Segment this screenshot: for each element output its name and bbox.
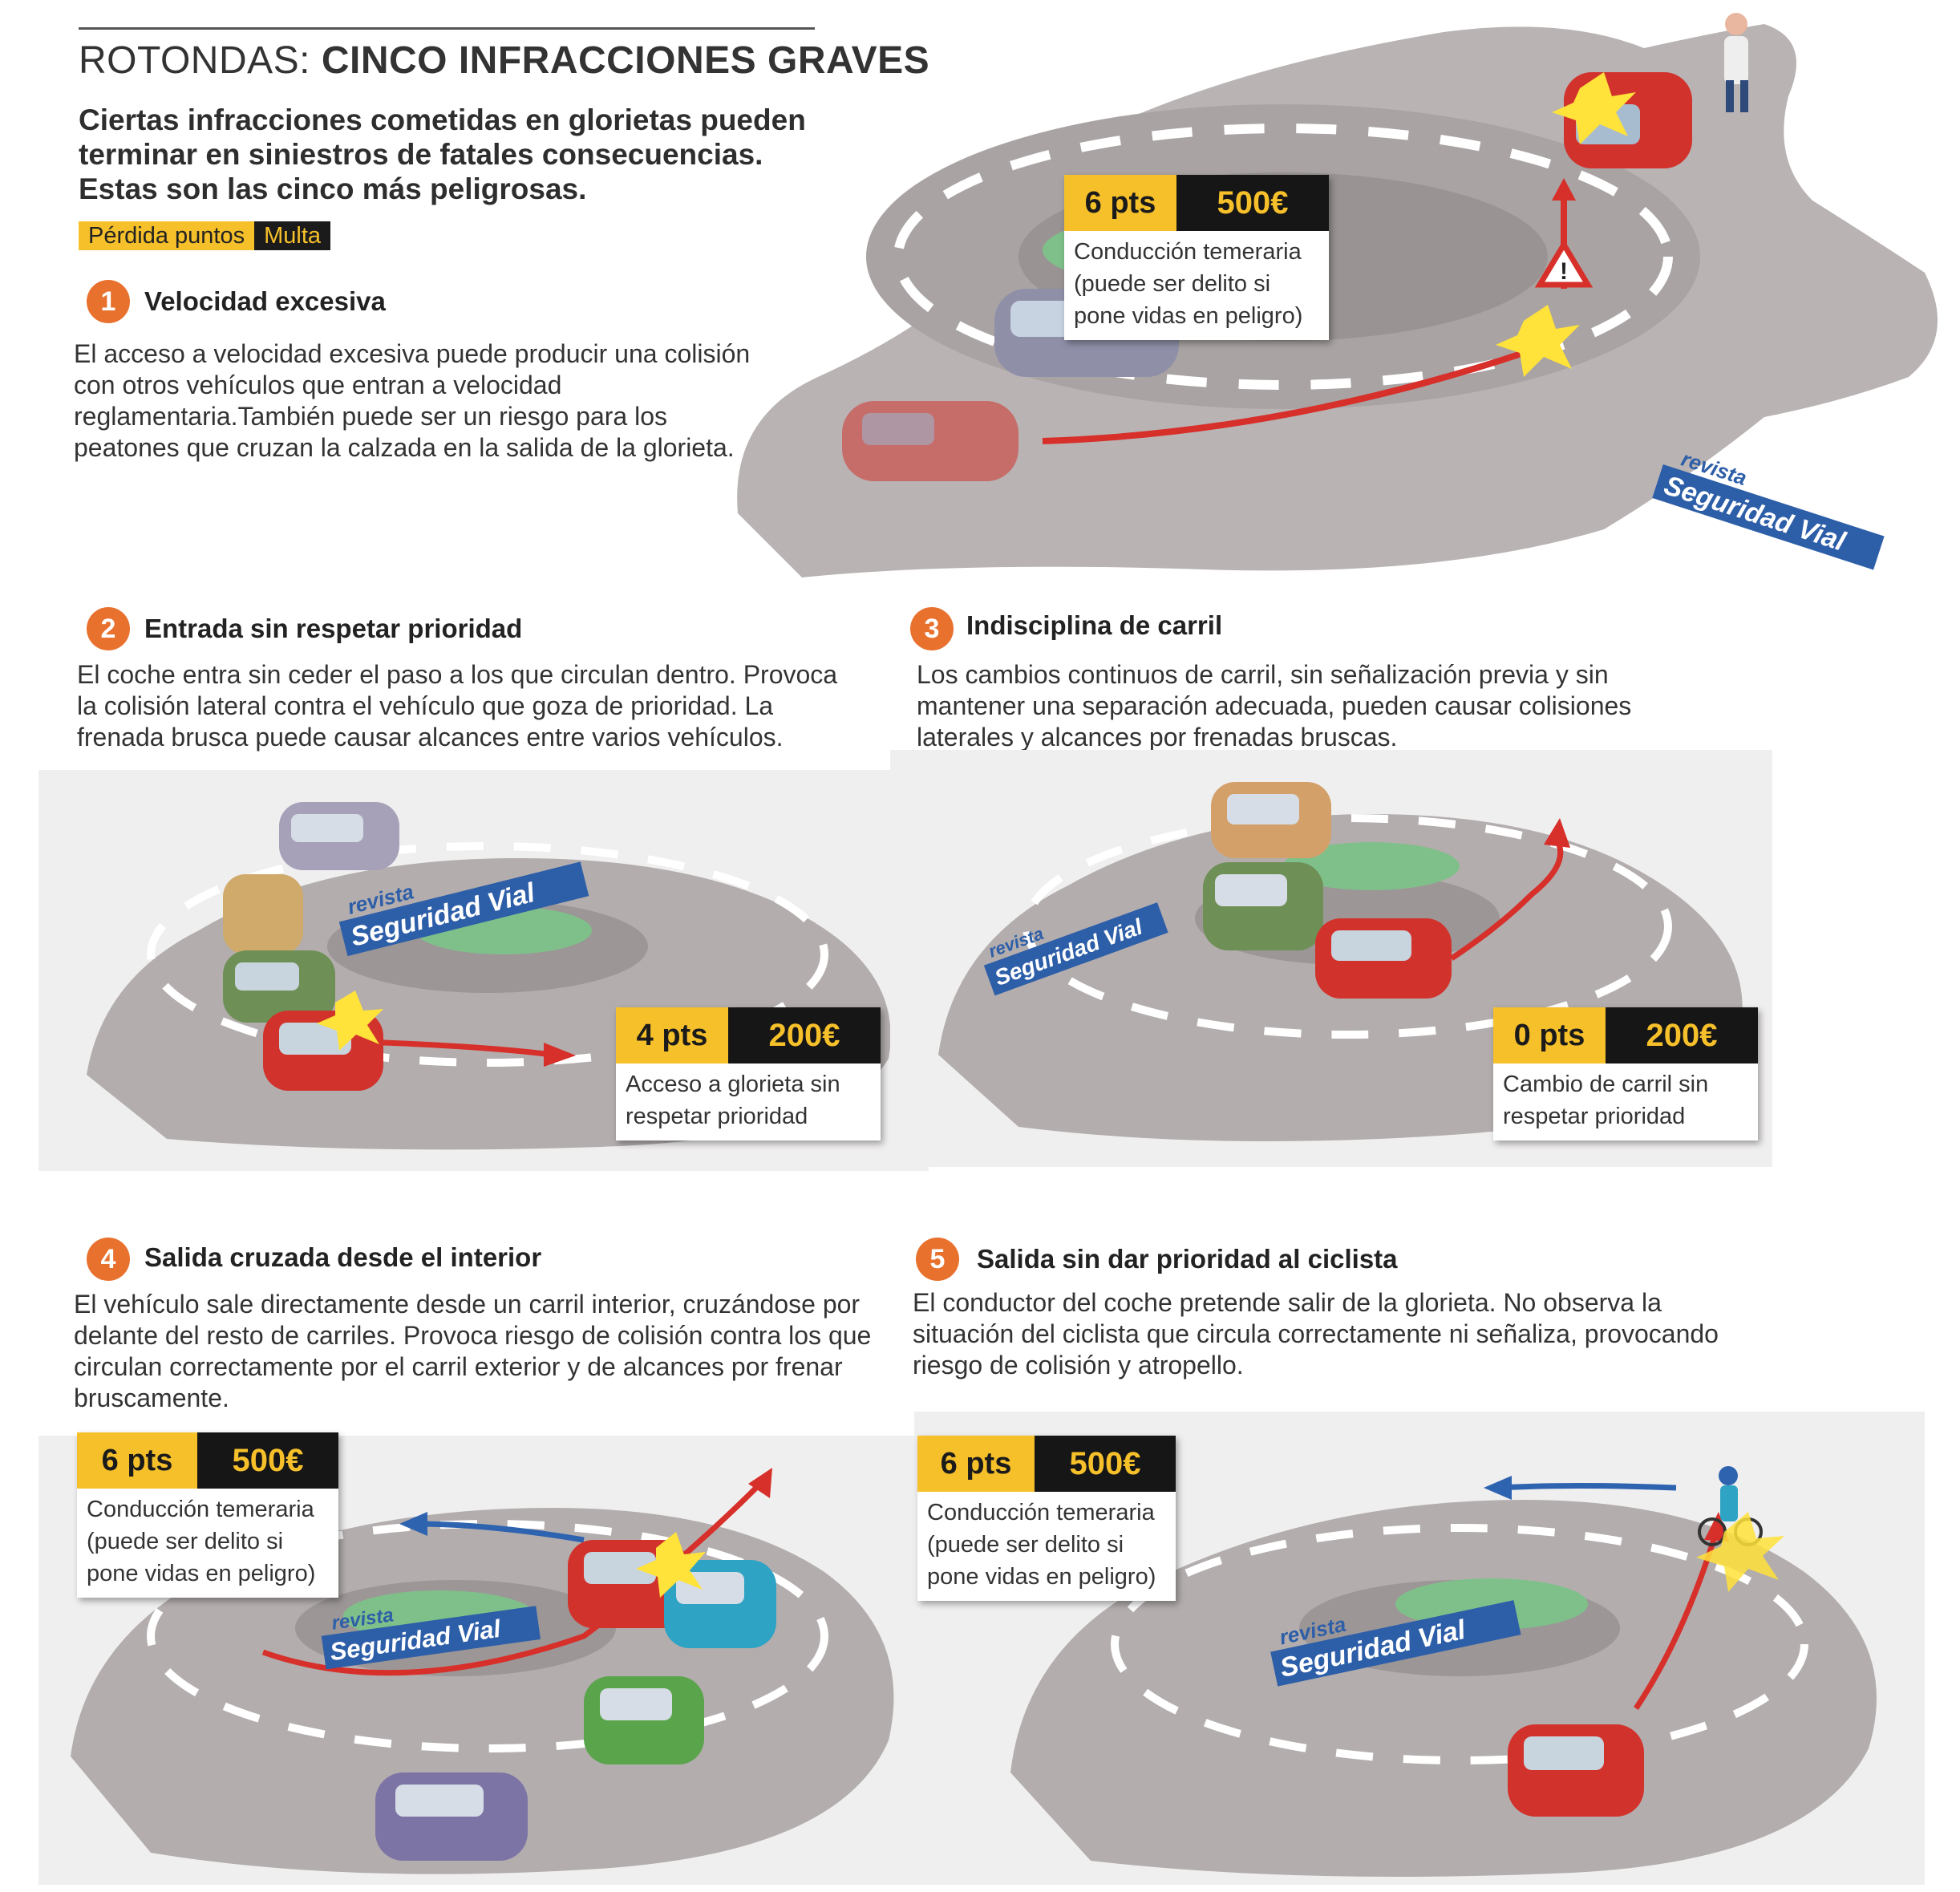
section-1-illustration: ! revista Seguridad Vial (737, 13, 1938, 577)
section-2-number: 2 (87, 607, 130, 650)
section-3-points: 0 pts (1493, 1007, 1606, 1063)
section-4-fine: 500€ (197, 1432, 338, 1489)
section-1-title: Velocidad excesiva (144, 286, 386, 316)
section-2-badge-desc: Acceso a glorieta sin respetar prioridad (626, 1072, 840, 1129)
section-5-number: 5 (916, 1238, 959, 1281)
section-4-illustration: revista Seguridad Vial (38, 1436, 921, 1885)
section-4-body: El vehículo sale directamente desde un c… (74, 1290, 872, 1412)
section-5-lane-marks (1111, 1524, 1808, 1764)
car-icon (1211, 782, 1331, 858)
section-4-title: Salida cruzada desde el interior (144, 1242, 542, 1272)
section-4-number: 4 (87, 1238, 130, 1281)
section-3-arrow-head (1544, 818, 1570, 848)
section-4-lane-marks (147, 1520, 828, 1752)
warning-icon-mark: ! (1560, 258, 1568, 285)
page-title-bold: CINCO INFRACCIONES GRAVES (321, 39, 930, 82)
section-5-body: El conductor del coche pretende salir de… (913, 1288, 1719, 1379)
section-4-arrow-head (748, 1468, 772, 1498)
section-4-points: 6 pts (77, 1432, 197, 1489)
section-2-points: 4 pts (616, 1007, 728, 1063)
section-4-red-arrow (261, 1481, 763, 1676)
watermark-logo: revista Seguridad Vial (1652, 447, 1885, 570)
section-2-badge: 4 pts 200€ Acceso a glorieta sin respeta… (616, 1007, 881, 1140)
section-1-badge: 6 pts 500€ Conducción temeraria (puede s… (1064, 175, 1329, 340)
section-4-blue-arrow (415, 1521, 585, 1543)
section-5-title: Salida sin dar prioridad al ciclista (977, 1244, 1398, 1274)
car-icon (1315, 918, 1452, 999)
section-1-arrow-head (1552, 178, 1576, 201)
section-2-illustration: revista Seguridad Vial (38, 770, 929, 1171)
legend-points: Pérdida puntos (79, 221, 255, 250)
page-title-light: ROTONDAS: (79, 39, 322, 82)
section-3-island (1283, 842, 1460, 890)
section-3-red-arrow (1450, 837, 1564, 961)
impact-burst-icon (1552, 72, 1636, 144)
section-1-points: 6 pts (1064, 175, 1176, 231)
section-2-arrow-head (544, 1043, 576, 1067)
header-rule (79, 27, 815, 30)
section-2-red-arrow (383, 1039, 553, 1058)
section-1-fine: 500€ (1176, 175, 1329, 231)
watermark-line2: Seguridad Vial (1660, 470, 1850, 557)
impact-burst-icon (1496, 305, 1580, 377)
page-title: ROTONDAS: CINCO INFRACCIONES GRAVES (79, 37, 929, 85)
warning-icon (1534, 239, 1594, 288)
pedestrian-icon (1724, 13, 1748, 112)
section-5-badge: 6 pts 500€ Conducción temeraria (puede s… (917, 1436, 1176, 1601)
car-icon (279, 802, 399, 870)
section-3-lane-marks (1023, 814, 1672, 1039)
section-1-lane-marks (893, 124, 1673, 390)
section-3-badge: 0 pts 200€ Cambio de carril sin respetar… (1493, 1007, 1758, 1140)
section-2-fine: 200€ (728, 1007, 881, 1063)
legend-fine: Multa (254, 221, 331, 250)
section-5-badge-desc: Conducción temeraria (puede ser delito s… (927, 1500, 1156, 1590)
section-4-arrow-head (399, 1512, 427, 1536)
car-icon (375, 1772, 528, 1861)
car-icon (223, 950, 335, 1023)
car-icon (1203, 862, 1323, 950)
section-5-arrow-head (1484, 1476, 1512, 1500)
section-5-road (1010, 1500, 1877, 1877)
impact-burst-icon (1696, 1512, 1784, 1592)
section-1-number: 1 (87, 280, 130, 323)
intro-text: Ciertas infracciones cometidas en glorie… (79, 103, 806, 205)
section-5-illustration: revista Seguridad Vial (914, 1412, 1925, 1885)
car-icon (584, 1676, 704, 1764)
impact-burst-icon (636, 1532, 706, 1598)
car-icon (842, 401, 1018, 481)
section-5-points: 6 pts (917, 1436, 1035, 1492)
section-3-title: Indisciplina de carril (966, 610, 1223, 640)
car-icon (223, 874, 303, 954)
car-icon (1508, 1724, 1644, 1817)
section-5-blue-arrow (1499, 1483, 1677, 1491)
section-3-badge-desc: Cambio de carril sin respetar prioridad (1503, 1072, 1709, 1129)
section-3-number: 3 (910, 607, 954, 650)
section-3-body: Los cambios continuos de carril, sin señ… (917, 660, 1632, 752)
impact-burst-icon (317, 991, 383, 1051)
section-3-fine: 200€ (1606, 1007, 1758, 1063)
section-1-red-arrow (1042, 350, 1525, 444)
section-4-badge-desc: Conducción temeraria (puede ser delito s… (87, 1497, 316, 1586)
section-2-lane-marks (147, 842, 828, 1067)
section-1-body: El acceso a velocidad excesiva puede pro… (74, 339, 751, 462)
section-5-arrow-head (1704, 1512, 1729, 1542)
section-5-fine: 500€ (1035, 1436, 1176, 1492)
section-1-badge-desc: Conducción temeraria (puede ser delito s… (1074, 239, 1303, 329)
section-4-badge: 6 pts 500€ Conducción temeraria (puede s… (77, 1432, 338, 1598)
section-2-body: El coche entra sin ceder el paso a los q… (77, 660, 838, 752)
legend: Pérdida puntos Multa (79, 221, 331, 250)
section-2-title: Entrada sin respetar prioridad (144, 614, 523, 643)
